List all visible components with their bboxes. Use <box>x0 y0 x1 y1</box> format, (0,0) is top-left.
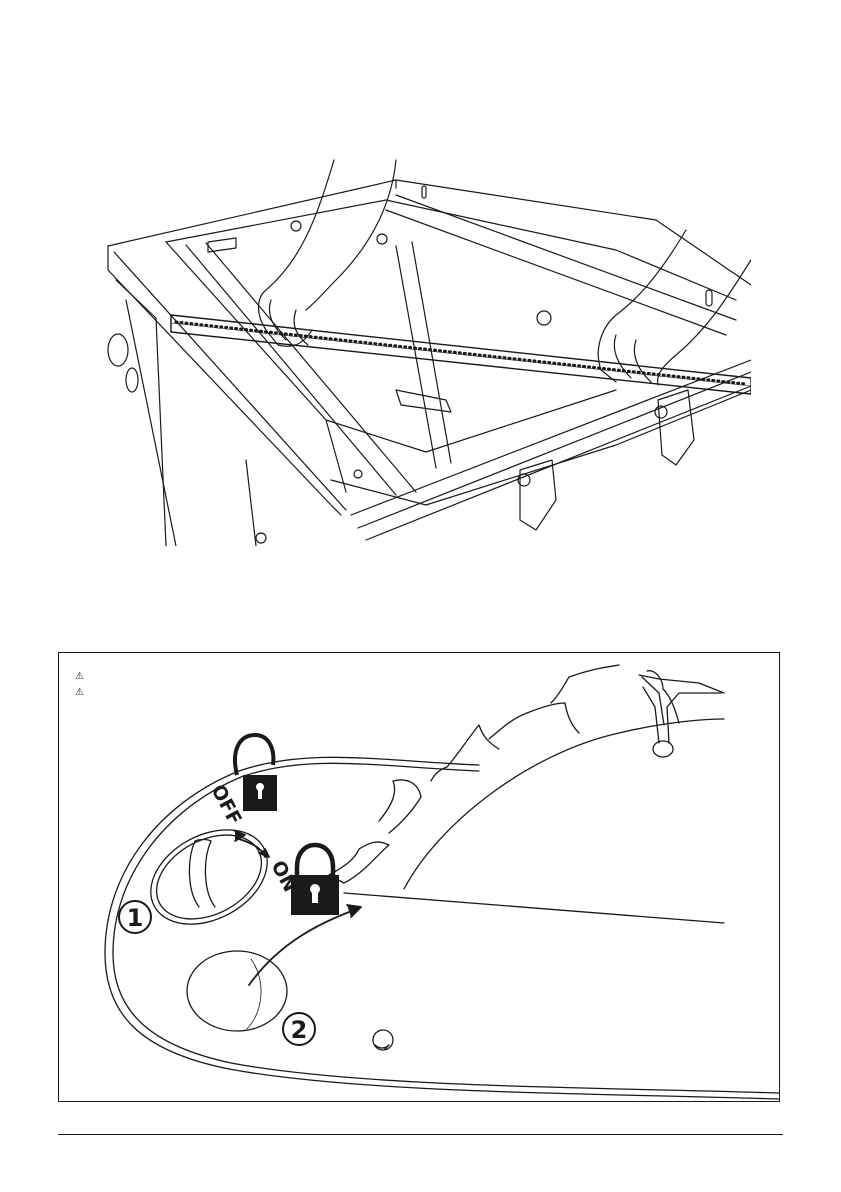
callout-1-label: 1 <box>127 904 144 932</box>
footer-rule <box>58 1134 783 1135</box>
right-hand-icon <box>598 230 751 385</box>
guard-plate-outline <box>105 757 779 1099</box>
knob-icon <box>187 951 287 1031</box>
saw-table-icon <box>108 180 751 546</box>
left-hand-icon <box>259 160 397 346</box>
blade-lock-figure-frame: ⚠ ⚠ <box>58 652 780 1102</box>
screw-icon <box>373 1030 393 1050</box>
saw-blade-icon <box>404 719 724 889</box>
lock-off-label: OFF <box>207 781 246 829</box>
knob-icon <box>135 811 284 943</box>
blade-lock-illustration: OFF ON 1 2 <box>59 653 780 1102</box>
curved-arrow-icon <box>249 909 357 985</box>
measuring-rule-icon <box>171 315 751 394</box>
table-measurement-illustration <box>96 150 751 546</box>
callout-2-label: 2 <box>291 1016 308 1044</box>
double-arrow-icon <box>235 831 269 857</box>
